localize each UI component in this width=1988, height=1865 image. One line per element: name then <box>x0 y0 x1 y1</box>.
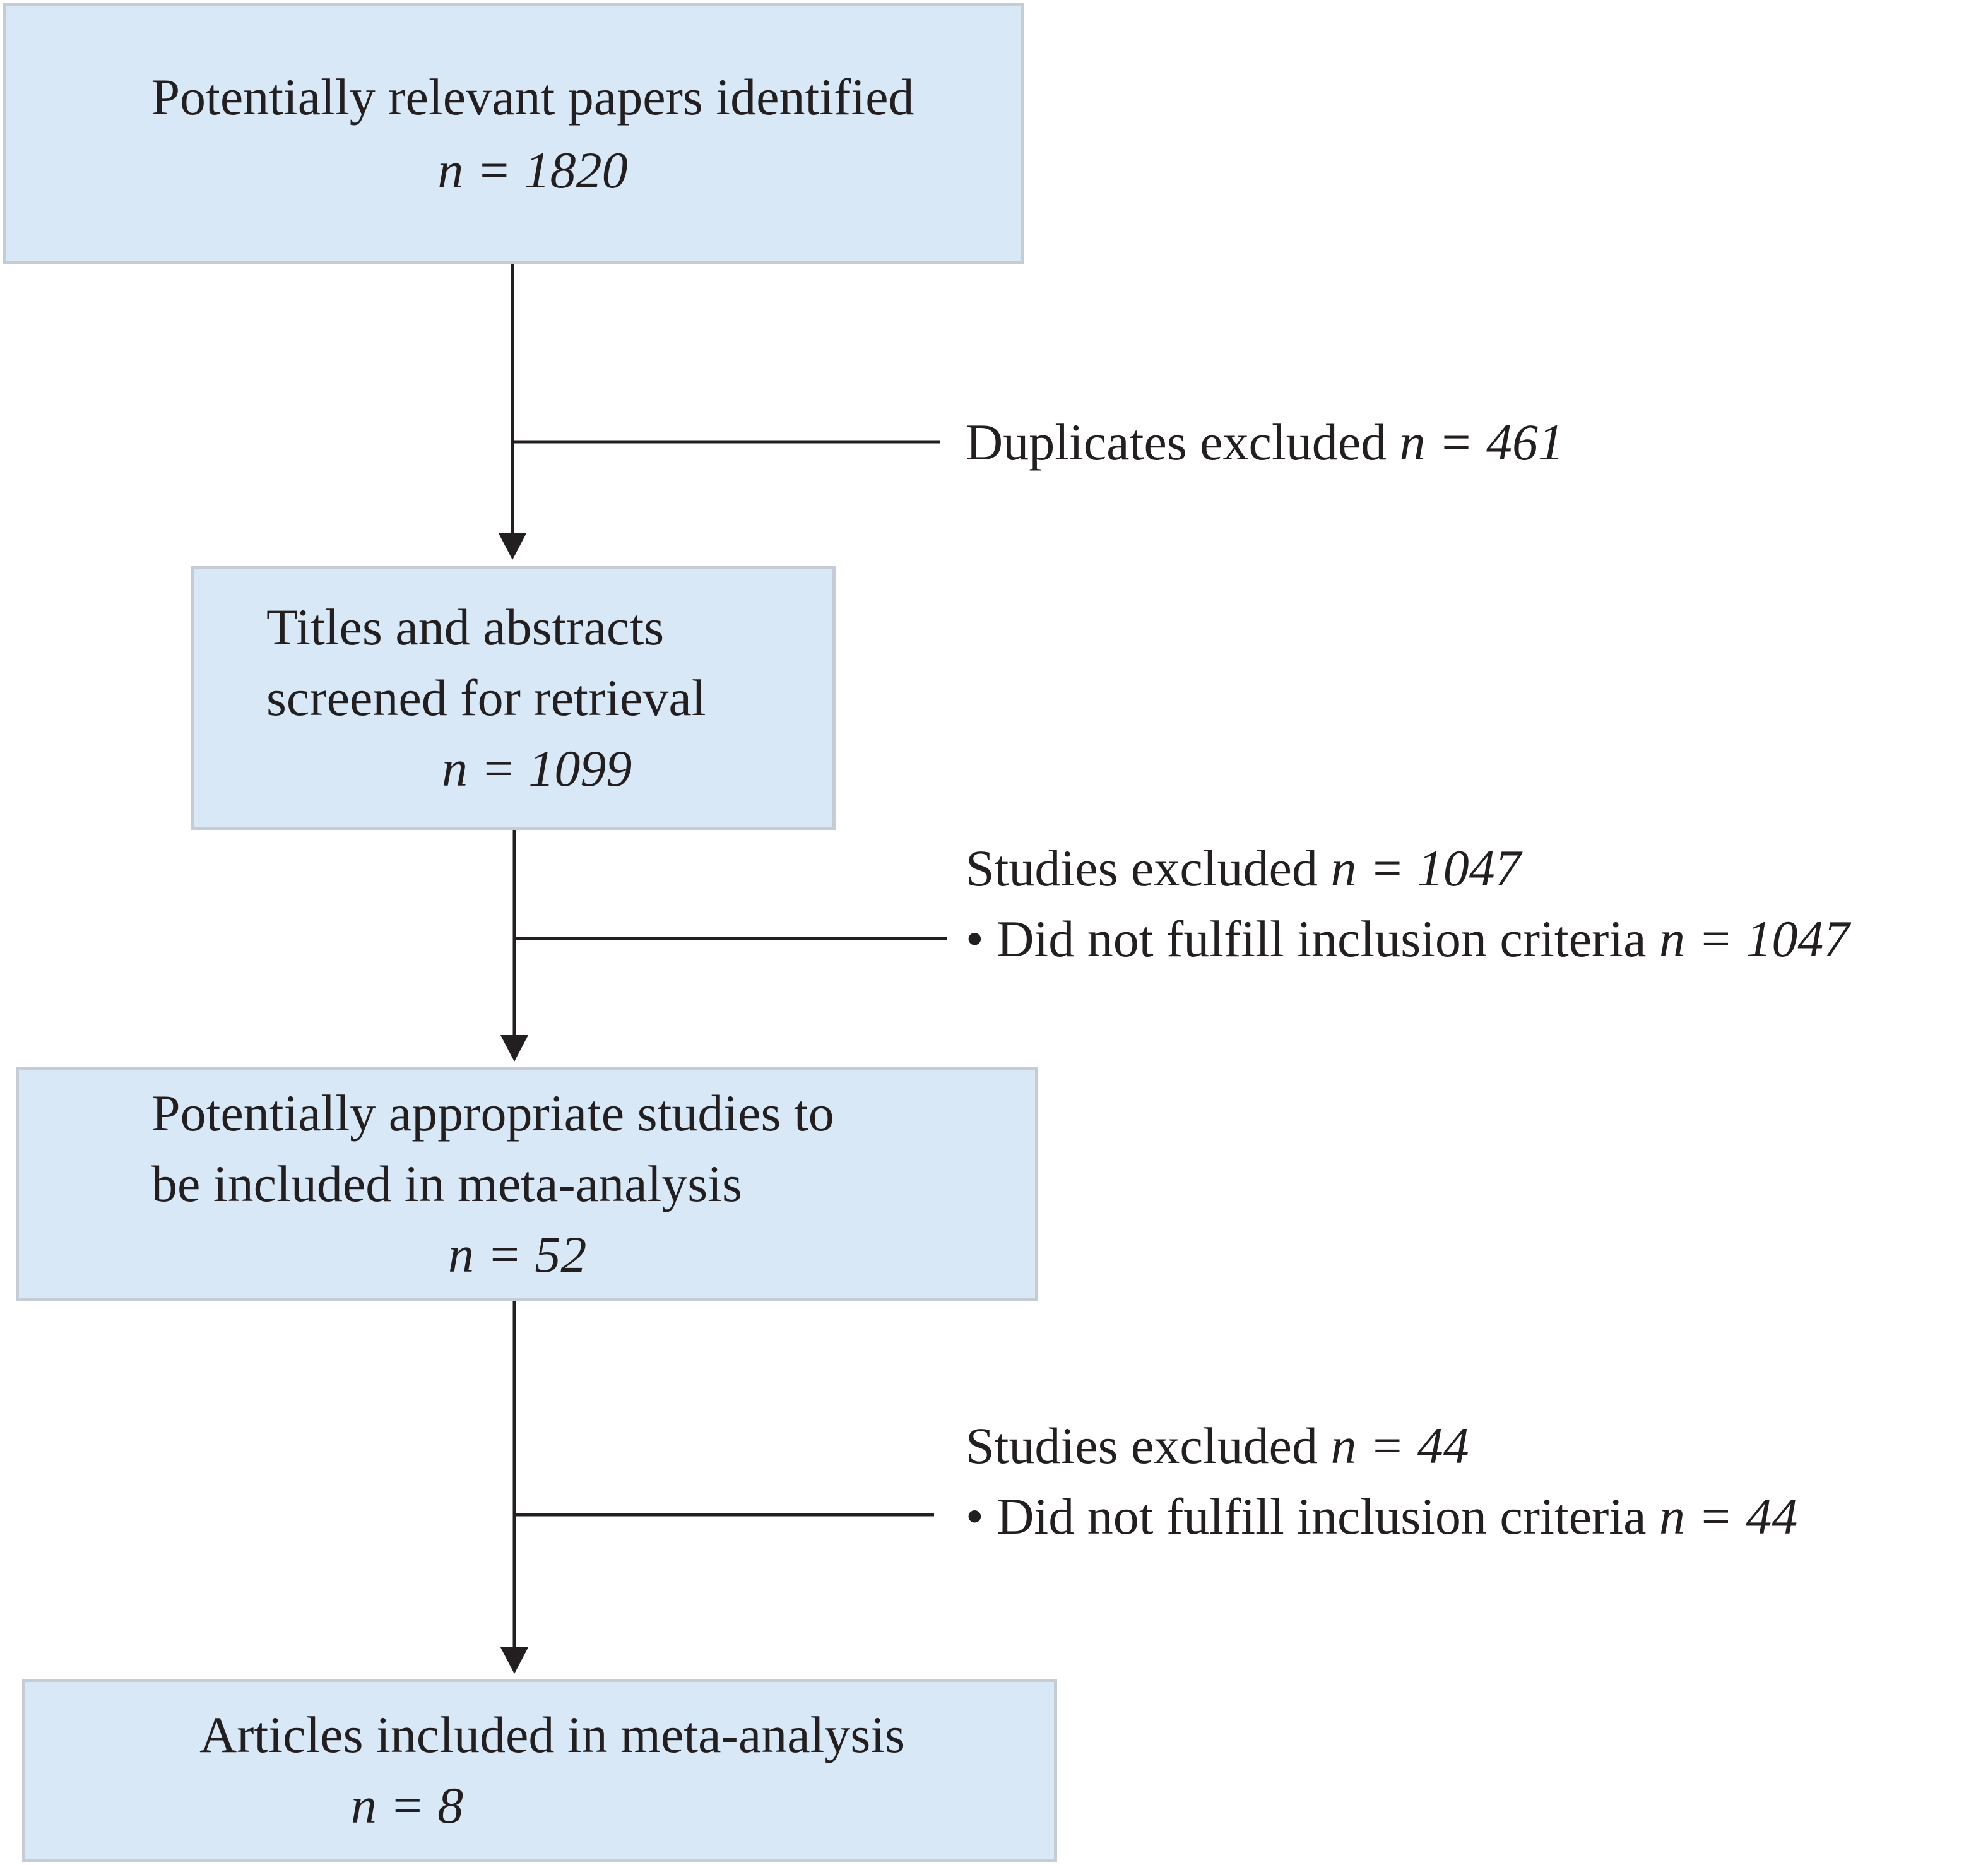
titles-screened-label-line2: screened for retrieval <box>266 669 706 726</box>
screening-reason-text: • Did not fulfill inclusion criteria n =… <box>966 904 1849 974</box>
eligibility-reason-text: • Did not fulfill inclusion criteria n =… <box>966 1481 1797 1552</box>
screening-reason-count: n = 1047 <box>1659 910 1850 968</box>
papers-identified-label: Potentially relevant papers identified <box>151 68 914 126</box>
box-titles-screened: Titles and abstracts screened for retrie… <box>191 566 836 830</box>
appropriate-studies-count: n = 52 <box>448 1226 587 1283</box>
box-appropriate-studies: Potentially appropriate studies to be in… <box>16 1067 1038 1301</box>
arrowhead-2 <box>500 1035 528 1062</box>
screening-reason-label: • Did not fulfill inclusion criteria <box>966 910 1647 968</box>
articles-included-label: Articles included in meta-analysis <box>199 1706 906 1763</box>
titles-screened-label-line1: Titles and abstracts <box>266 598 665 656</box>
arrowhead-1 <box>499 533 526 560</box>
screening-excluded-count: n = 1047 <box>1330 839 1521 897</box>
duplicates-excluded-label: Duplicates excluded <box>966 413 1387 471</box>
appropriate-studies-label-line1: Potentially appropriate studies to <box>151 1084 834 1142</box>
arrowhead-3 <box>500 1647 528 1674</box>
eligibility-excluded-label: Studies excluded <box>966 1417 1318 1474</box>
duplicates-excluded-text: Duplicates excluded n = 461 <box>966 407 1564 478</box>
box-articles-included: Articles included in meta-analysis n = 8 <box>22 1679 1057 1862</box>
titles-screened-count: n = 1099 <box>442 740 632 797</box>
eligibility-excluded-count: n = 44 <box>1330 1417 1469 1474</box>
articles-included-count: n = 8 <box>350 1777 464 1834</box>
eligibility-reason-count: n = 44 <box>1659 1488 1798 1545</box>
eligibility-reason-label: • Did not fulfill inclusion criteria <box>966 1488 1647 1545</box>
duplicates-excluded-count: n = 461 <box>1399 413 1564 471</box>
screening-excluded-label: Studies excluded <box>966 839 1318 897</box>
box-papers-identified: Potentially relevant papers identified n… <box>3 3 1024 264</box>
screening-excluded-text: Studies excluded n = 1047 <box>966 833 1521 904</box>
eligibility-excluded-text: Studies excluded n = 44 <box>966 1411 1469 1481</box>
papers-identified-count: n = 1820 <box>437 141 628 199</box>
appropriate-studies-label-line2: be included in meta-analysis <box>151 1155 742 1212</box>
